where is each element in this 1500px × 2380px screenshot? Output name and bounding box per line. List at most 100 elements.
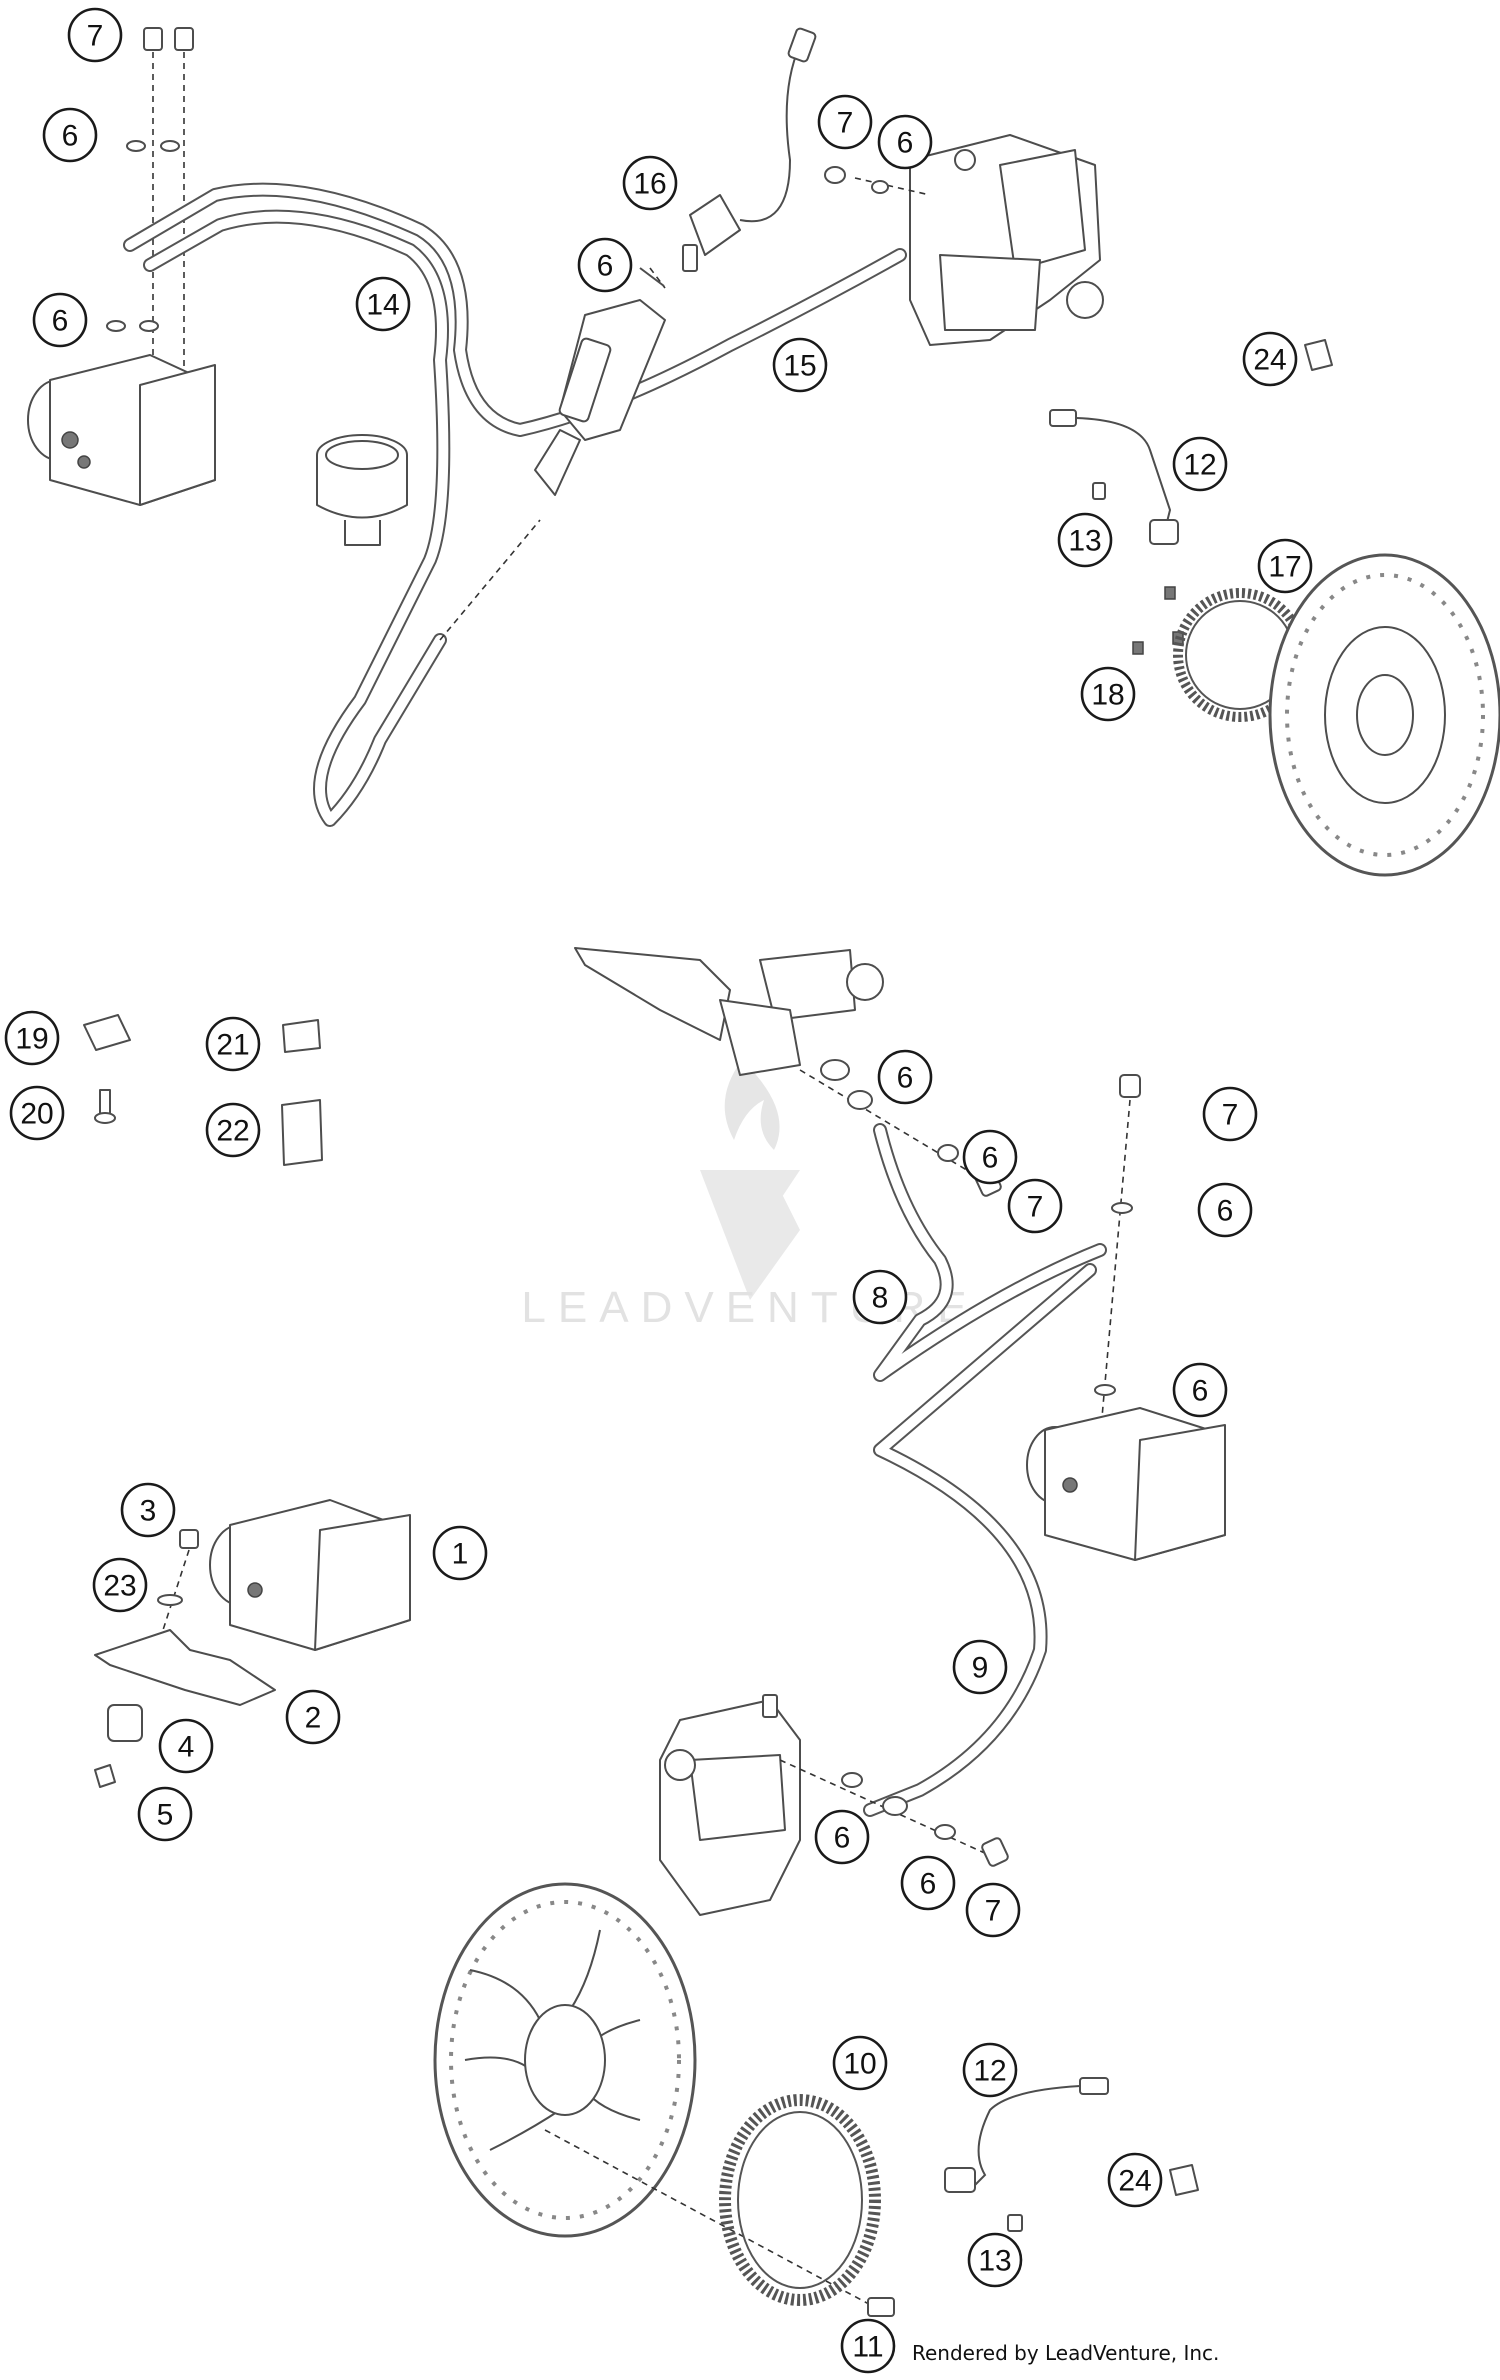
callout-6: 6 (877, 1049, 933, 1105)
callout-6: 6 (1197, 1182, 1253, 1238)
callout-number: 7 (1222, 1099, 1239, 1132)
callout-circle (622, 155, 678, 211)
callout-number: 7 (837, 107, 854, 140)
callout-5: 5 (137, 1786, 193, 1842)
front-abs-sensor-ring (719, 2094, 881, 2306)
callout-6: 6 (962, 1129, 1018, 1185)
callout-16: 16 (622, 155, 678, 211)
banjo-bolt (1119, 1074, 1141, 1098)
rear-brake-disc (1268, 553, 1500, 877)
callout-8: 8 (852, 1269, 908, 1325)
sealing-washer (937, 1144, 959, 1162)
callout-number: 18 (1091, 679, 1124, 712)
callout-circle (4, 1010, 60, 1066)
callout-number: 8 (872, 1282, 889, 1315)
callout-number: 6 (834, 1822, 851, 1855)
rear-brake-line (123, 182, 907, 827)
callout-circle (285, 1689, 341, 1745)
callout-circle (1172, 436, 1228, 492)
callout-12: 12 (962, 2042, 1018, 2098)
brake-fluid-reservoir (316, 434, 408, 546)
callout-circle (772, 337, 828, 393)
callout-circle (840, 2318, 896, 2374)
callout-6: 6 (32, 292, 88, 348)
spring-pin (639, 267, 665, 287)
callout-circle (1057, 512, 1113, 568)
screw (1132, 641, 1144, 655)
callout-2: 2 (285, 1689, 341, 1745)
callout-number: 7 (87, 20, 104, 53)
callout-7: 7 (1007, 1178, 1063, 1234)
callout-number: 12 (973, 2055, 1006, 2088)
callout-number: 6 (897, 127, 914, 160)
callout-circle (158, 1718, 214, 1774)
callout-6: 6 (577, 237, 633, 293)
callout-circle (205, 1016, 261, 1072)
callout-7: 7 (1202, 1086, 1258, 1142)
callout-circle (967, 2232, 1023, 2288)
screw (867, 2297, 895, 2317)
callout-23: 23 (92, 1557, 148, 1613)
callout-circle (1257, 538, 1313, 594)
callout-circle (1197, 1182, 1253, 1238)
callout-10: 10 (832, 2035, 888, 2091)
callout-21: 21 (205, 1016, 261, 1072)
cable-clip (1304, 339, 1333, 371)
callout-number: 6 (1192, 1375, 1209, 1408)
callout-4: 4 (158, 1718, 214, 1774)
callout-20: 20 (9, 1085, 65, 1141)
callout-24: 24 (1242, 331, 1298, 387)
callout-circle (952, 1639, 1008, 1695)
callout-circle (1242, 331, 1298, 387)
callout-circle (965, 1882, 1021, 1938)
callout-number: 7 (985, 1895, 1002, 1928)
callout-number: 6 (982, 1142, 999, 1175)
callout-number: 3 (140, 1495, 157, 1528)
rendered-by-credit: Rendered by LeadVenture, Inc. (912, 2341, 1219, 2365)
sealing-washer (841, 1772, 863, 1788)
front-brake-assembly (94, 947, 1226, 2317)
callout-number: 22 (216, 1115, 249, 1148)
callout-circle (432, 1525, 488, 1581)
abs-unit-assembly (209, 1499, 411, 1651)
callout-24: 24 (1107, 2152, 1163, 2208)
callout-number: 2 (305, 1702, 322, 1735)
banjo-fitting (882, 1796, 908, 1816)
relay-part (83, 1014, 131, 1051)
callout-circle (877, 1049, 933, 1105)
callout-13: 13 (1057, 512, 1113, 568)
callout-number: 20 (20, 1098, 53, 1131)
callout-number: 6 (920, 1868, 937, 1901)
rear-master-cylinder (534, 299, 666, 496)
screw-part (99, 1089, 111, 1115)
callout-18: 18 (1080, 666, 1136, 722)
callout-number: 10 (843, 2048, 876, 2081)
callout-7: 7 (965, 1882, 1021, 1938)
callout-22: 22 (205, 1102, 261, 1158)
front-master-cylinder (759, 949, 856, 1021)
callout-circle (1202, 1086, 1258, 1142)
callout-number: 7 (1027, 1191, 1044, 1224)
rear-brake-caliper (854, 134, 1104, 346)
cable-clip (1169, 2164, 1199, 2196)
sealing-washer (847, 1090, 873, 1110)
abs-hydraulic-unit-top (27, 354, 216, 506)
callout-6: 6 (42, 107, 98, 163)
banjo-bolt-pair (106, 27, 194, 370)
bleed-screw (824, 166, 846, 184)
callout-number: 21 (216, 1029, 249, 1062)
callout-11: 11 (840, 2318, 896, 2374)
callout-12: 12 (1172, 436, 1228, 492)
callout-number: 6 (1217, 1195, 1234, 1228)
brake-light-switch (649, 27, 817, 289)
callout-6: 6 (814, 1809, 870, 1865)
callout-6: 6 (1172, 1362, 1228, 1418)
sealing-washer (871, 180, 889, 194)
callout-number: 15 (783, 350, 816, 383)
callout-number: 11 (852, 2331, 883, 2364)
callout-number: 14 (366, 289, 399, 322)
callout-6: 6 (877, 114, 933, 170)
callout-circle (817, 94, 873, 150)
callout-number: 13 (978, 2245, 1011, 2278)
callout-circle (900, 1855, 956, 1911)
